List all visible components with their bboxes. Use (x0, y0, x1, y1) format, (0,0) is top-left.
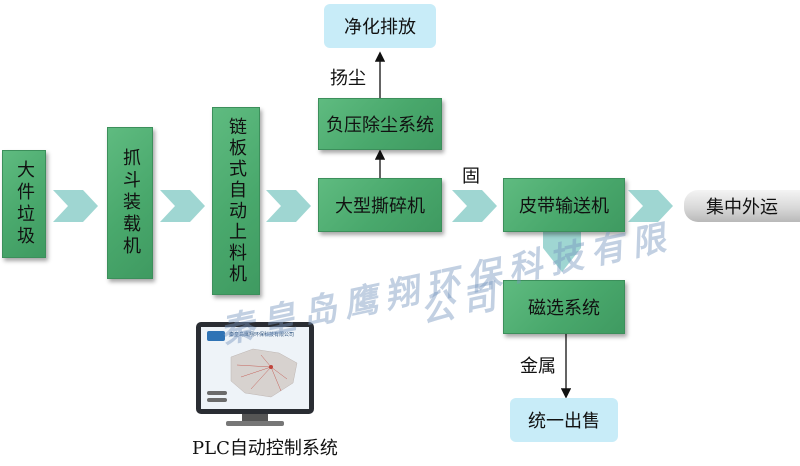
edge-label-dust: 扬尘 (330, 68, 366, 89)
node-chain-plate-feeder: 链板式自动上料机 (212, 107, 260, 295)
edge-label-solid: 固 (462, 166, 480, 187)
chevron-arrow-1 (53, 190, 98, 222)
node-negative-pressure-dust: 负压除尘系统 (318, 98, 442, 150)
plc-screen-logo (207, 331, 225, 341)
plc-monitor-base (226, 421, 284, 426)
node-centralized-transport: 集中外运 (684, 190, 800, 222)
plc-caption: PLC自动控制系统 (192, 438, 338, 459)
chevron-arrow-2 (160, 190, 205, 222)
node-unified-sale: 统一出售 (510, 398, 618, 442)
chevron-arrow-5 (628, 190, 673, 222)
plc-monitor: 秦皇岛鹰翔环保科技有限公司 (196, 322, 314, 414)
node-purified-discharge: 净化排放 (324, 4, 436, 48)
chevron-arrow-4 (452, 190, 497, 222)
plc-screen-map (207, 348, 298, 402)
edge-label-metal: 金属 (520, 356, 556, 377)
node-large-bulky-waste: 大件垃圾 (2, 150, 46, 258)
plc-screen-company: 秦皇岛鹰翔环保科技有限公司 (229, 332, 295, 338)
plc-monitor-stand (242, 414, 268, 422)
plc-screen: 秦皇岛鹰翔环保科技有限公司 (201, 327, 309, 409)
node-large-shredder: 大型撕碎机 (318, 178, 442, 232)
node-belt-conveyor: 皮带输送机 (503, 178, 625, 232)
node-grab-loading: 抓斗装载机 (107, 127, 153, 279)
chevron-arrow-3 (266, 190, 311, 222)
node-magnetic-separation: 磁选系统 (503, 280, 625, 334)
chevron-arrow-down (543, 230, 581, 272)
